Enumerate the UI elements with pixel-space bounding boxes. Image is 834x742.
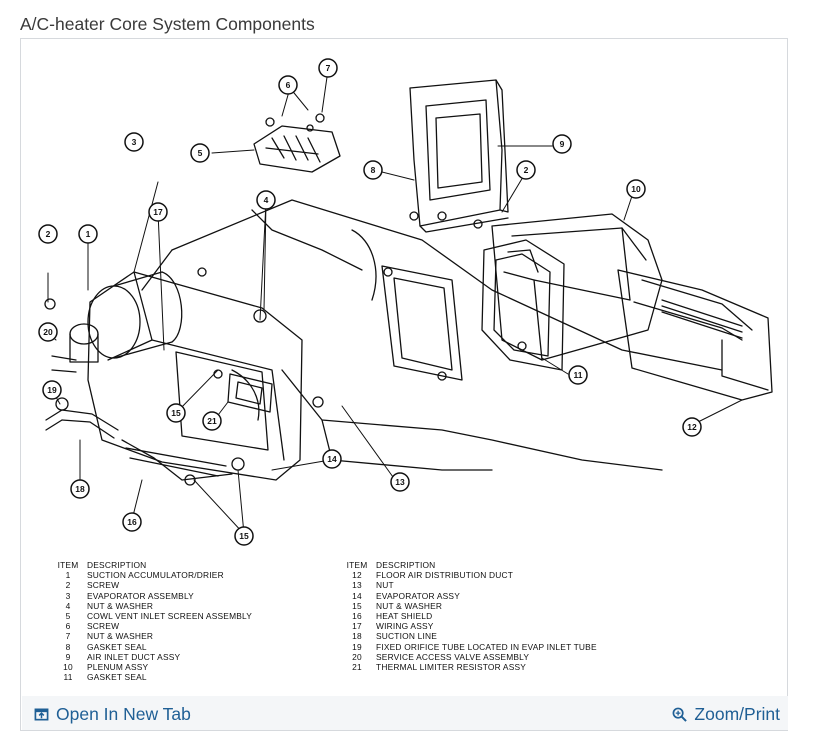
callout-6: 6 xyxy=(278,75,298,95)
callout-15-mid: 15 xyxy=(166,403,186,423)
suction-accumulator-part xyxy=(51,271,183,373)
page-title: A/C-heater Core System Components xyxy=(20,14,315,34)
svg-text:8: 8 xyxy=(371,165,376,175)
svg-text:11: 11 xyxy=(574,370,583,380)
callout-3: 3 xyxy=(124,132,144,152)
callout-13: 13 xyxy=(390,472,410,492)
callout-18: 18 xyxy=(70,479,90,499)
svg-text:15: 15 xyxy=(171,408,181,418)
svg-text:2: 2 xyxy=(46,229,51,239)
svg-text:16: 16 xyxy=(127,517,137,527)
callout-5: 5 xyxy=(190,143,210,163)
svg-text:4: 4 xyxy=(264,195,269,205)
open-new-tab-icon xyxy=(34,708,49,721)
air-inlet-duct-part xyxy=(409,79,509,233)
open-in-new-tab-label[interactable]: Open In New Tab xyxy=(56,704,191,724)
callout-14: 14 xyxy=(322,449,342,469)
callout-9: 9 xyxy=(552,134,572,154)
firewall-panel xyxy=(141,199,723,471)
callout-1: 1 xyxy=(78,224,98,244)
svg-text:9: 9 xyxy=(560,139,565,149)
callout-7: 7 xyxy=(318,58,338,78)
callout-20: 20 xyxy=(38,322,58,342)
svg-text:12: 12 xyxy=(687,422,697,432)
callout-8: 8 xyxy=(363,160,383,180)
leader-lines xyxy=(47,69,743,535)
svg-text:10: 10 xyxy=(631,184,641,194)
fasteners xyxy=(44,219,527,486)
callout-21: 21 xyxy=(202,411,222,431)
svg-text:17: 17 xyxy=(153,207,163,217)
callout-16: 16 xyxy=(122,512,142,532)
zoom-magnifier-icon xyxy=(672,707,688,722)
component-diagram: 1 2 2 3 4 5 6 7 8 9 10 11 12 13 14 15 15… xyxy=(38,58,773,546)
open-in-new-tab-link[interactable]: Open In New Tab xyxy=(34,704,191,725)
svg-text:19: 19 xyxy=(47,385,57,395)
gasket-panel-part xyxy=(381,265,463,381)
image-footer: Open In New Tab Zoom/Print xyxy=(22,696,788,730)
svg-text:20: 20 xyxy=(43,327,53,337)
svg-text:3: 3 xyxy=(132,137,137,147)
svg-text:18: 18 xyxy=(75,484,85,494)
zoom-print-label[interactable]: Zoom/Print xyxy=(694,704,780,724)
svg-text:5: 5 xyxy=(198,148,203,158)
suction-line-part xyxy=(45,397,119,439)
callout-12: 12 xyxy=(682,417,702,437)
svg-text:6: 6 xyxy=(286,80,291,90)
svg-text:2: 2 xyxy=(524,165,529,175)
cowl-vent-screen-part xyxy=(253,113,341,173)
svg-text:15: 15 xyxy=(239,531,249,541)
zoom-print-link[interactable]: Zoom/Print xyxy=(672,704,780,725)
svg-text:7: 7 xyxy=(326,63,331,73)
evaporator-case-part xyxy=(87,271,303,481)
floor-duct-part xyxy=(617,269,773,401)
thermal-limiter-part xyxy=(227,373,273,413)
callout-17: 17 xyxy=(148,202,168,222)
svg-text:1: 1 xyxy=(86,229,91,239)
diagram-frame: 1 2 2 3 4 5 6 7 8 9 10 11 12 13 14 15 15… xyxy=(20,38,788,731)
callout-10: 10 xyxy=(626,179,646,199)
plenum-part xyxy=(491,213,663,361)
callout-19: 19 xyxy=(42,380,62,400)
callout-15-lower: 15 xyxy=(234,526,254,546)
callout-4: 4 xyxy=(256,190,276,210)
callout-2-upper: 2 xyxy=(516,160,536,180)
svg-text:13: 13 xyxy=(395,477,405,487)
svg-text:14: 14 xyxy=(327,454,337,464)
svg-text:21: 21 xyxy=(207,416,217,426)
callout-2: 2 xyxy=(38,224,58,244)
callout-11: 11 xyxy=(568,365,588,385)
